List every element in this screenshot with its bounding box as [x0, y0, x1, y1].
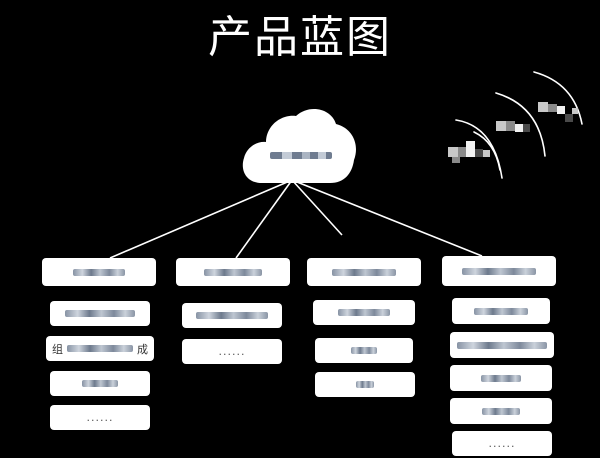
- column-4-item-2: [450, 332, 554, 358]
- column-3-header: [307, 258, 421, 286]
- column-1-item-2-prefix: 组: [52, 342, 63, 356]
- column-2-header: [176, 258, 290, 286]
- column-1-item-3: [50, 371, 150, 396]
- column-4-item-4: [450, 398, 552, 424]
- connector-line-1: [109, 179, 293, 259]
- column-1-item-2: 组 成: [46, 336, 154, 361]
- column-1-header: [42, 258, 156, 286]
- column-1-item-2-suffix: 成: [137, 342, 148, 356]
- column-1-item-4: ......: [50, 405, 150, 430]
- connector-line-2: [235, 179, 293, 259]
- column-4-item-1: [452, 298, 550, 324]
- column-2-item-2-label: ......: [218, 345, 246, 358]
- column-2-item-1: [182, 303, 282, 328]
- connector-line-4: [291, 179, 483, 257]
- column-1-item-4-label: ......: [86, 411, 114, 424]
- wifi-signal-icon: [455, 71, 583, 179]
- connector-line-3: [291, 179, 343, 236]
- column-4-item-3: [450, 365, 552, 391]
- column-4-item-5-label: ......: [488, 437, 516, 450]
- column-4-header: [442, 256, 556, 286]
- column-3-item-1: [313, 300, 415, 325]
- diagram-title: 产品蓝图: [208, 12, 392, 63]
- column-2-item-2: ......: [182, 339, 282, 364]
- cloud-icon: [242, 109, 356, 183]
- column-1-item-1: [50, 301, 150, 326]
- column-4-item-5: ......: [452, 431, 552, 456]
- column-3-item-2: [315, 338, 413, 363]
- column-3-item-3: [315, 372, 415, 397]
